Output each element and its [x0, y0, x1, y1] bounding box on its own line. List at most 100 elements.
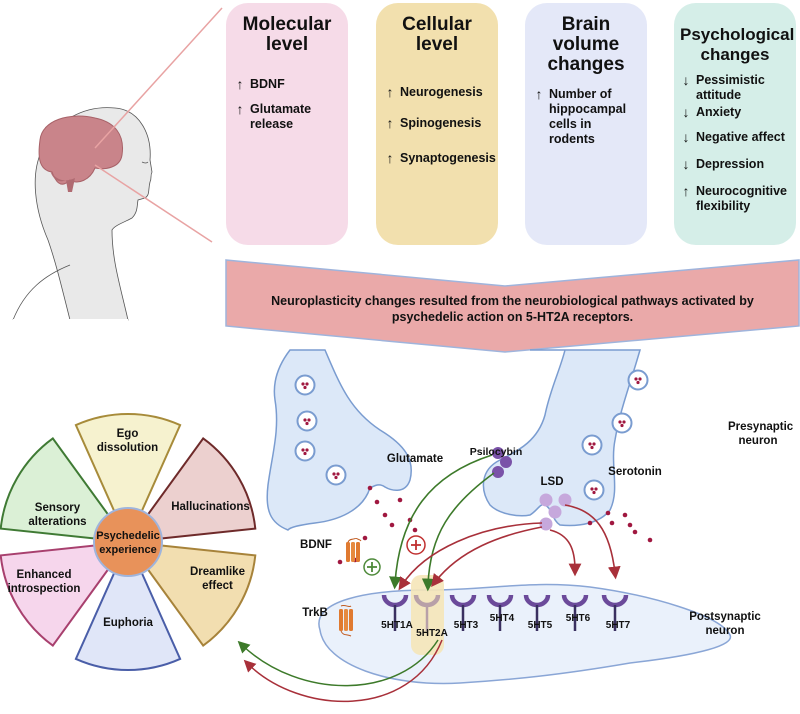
- arrow-up-icon: ↑: [236, 101, 244, 117]
- neurotransmitter-dot: [587, 520, 593, 526]
- arrow-up-icon: ↑: [535, 86, 543, 102]
- arrow-up-icon: ↑: [386, 84, 394, 100]
- wheel-segment-ego-dissolution: [74, 413, 182, 545]
- bdnf-icon: [346, 538, 362, 562]
- vesicle: [294, 374, 316, 396]
- wheel-segment-euphoria: [74, 539, 182, 671]
- card-title: Psychological changes: [680, 25, 795, 64]
- arrow-up-icon: ↑: [386, 115, 394, 131]
- wheel-segment-sensory-alterations: [0, 437, 131, 544]
- wheel-center-label: Psychedelic experience: [96, 530, 160, 556]
- summary-banner: [225, 259, 800, 353]
- arrow-down-icon: ↓: [682, 129, 690, 145]
- red-feedback-arrow: [243, 639, 443, 703]
- list-item: ↓Negative affect: [680, 130, 790, 145]
- segment-label-hallucinations: Hallucinations: [171, 501, 250, 513]
- lsd-to-5ht6-arrow: [549, 529, 582, 577]
- neurotransmitter-dot: [605, 510, 611, 516]
- neurotransmitter-dot: [382, 512, 388, 518]
- neurotransmitter-dot: [627, 522, 633, 528]
- plus-icon-green: [363, 558, 381, 576]
- receptor-5ht5: [523, 594, 551, 631]
- receptor-label-5ht3: 5HT3: [453, 620, 479, 631]
- postsynaptic-label: Postsynaptic neuron: [689, 611, 761, 637]
- receptor-label-5ht1a: 5HT1A: [381, 620, 413, 631]
- receptor-5ht1a: [381, 594, 409, 631]
- card-title: Molecular level: [242, 14, 332, 55]
- lsd-molecule: [539, 493, 553, 507]
- card-brain-volume-changes: Brain volume changes ↑Number of hippocam…: [525, 3, 647, 245]
- vesicle: [627, 369, 649, 391]
- head-illustration: [12, 107, 153, 321]
- arrow-up-icon: ↑: [386, 150, 394, 166]
- list-item: ↓Depression: [680, 157, 790, 172]
- neurotransmitter-dot: [337, 559, 343, 565]
- lsd-label: LSD: [540, 476, 564, 488]
- lsd-molecule: [548, 505, 562, 519]
- neurotransmitter-dot: [622, 512, 628, 518]
- list-item: ↑Neurocognitive flexibility: [680, 184, 790, 214]
- neurotransmitter-dot: [609, 520, 615, 526]
- zoom-lines: [94, 7, 223, 243]
- receptor-5ht3: [449, 594, 477, 631]
- wheel-center: [93, 507, 163, 577]
- green-feedback-arrow: [237, 639, 439, 687]
- list-item: ↑Glutamate release: [234, 102, 340, 132]
- neurotransmitter-dot: [367, 485, 373, 491]
- serotonin-label: Serotonin: [608, 466, 662, 478]
- lsd-to-5ht7-arrow: [564, 504, 621, 580]
- vesicle: [325, 464, 347, 486]
- wheel-segment-enhanced-introspection: [0, 540, 131, 647]
- vesicle: [581, 434, 603, 456]
- receptor-label-5ht5: 5HT5: [527, 620, 553, 631]
- card-title: Cellular level: [402, 14, 472, 55]
- trkb-icon: [339, 604, 353, 637]
- receptor-label-5ht4: 5HT4: [489, 613, 515, 624]
- card-cellular-level: Cellular level ↑Neurogenesis ↑Spinogenes…: [376, 3, 498, 245]
- wheel-segment-hallucinations: [125, 437, 257, 544]
- plus-icon-red: [406, 535, 426, 555]
- psilocybin-to-5ht2a-arrow: [421, 472, 495, 592]
- lsd-to-5ht1a-arrow: [398, 522, 543, 591]
- vesicle: [611, 412, 633, 434]
- wheel-segment-dreamlike-effect: [125, 540, 257, 647]
- vesicle: [296, 410, 318, 432]
- psilocybin-to-5ht1a-arrow: [389, 454, 493, 590]
- lsd-molecule: [558, 493, 572, 507]
- psilocybin-label: Psilocybin: [469, 446, 523, 458]
- arrow-down-icon: ↓: [682, 156, 690, 172]
- arrow-down-icon: ↓: [682, 72, 690, 88]
- synapse-diagram: [266, 349, 732, 685]
- card-psychological-changes: Psychological changes ↓Pessimistic attit…: [674, 3, 796, 245]
- presynaptic-label: Presynaptic neuron: [728, 421, 794, 447]
- card-molecular-level: Molecular level ↑BDNF ↑Glutamate release: [226, 3, 348, 245]
- neurotransmitter-dot: [397, 497, 403, 503]
- list-item: ↑Spinogenesis: [384, 116, 490, 131]
- receptor-label-5ht7: 5HT7: [605, 620, 631, 631]
- lsd-molecule: [539, 517, 553, 531]
- psilocybin-molecule: [492, 466, 504, 478]
- receptor-label-5ht2a: 5HT2A: [416, 628, 448, 639]
- segment-label-dreamlike-effect: Dreamlike effect: [190, 566, 245, 592]
- trkb-label: TrkB: [302, 607, 328, 619]
- list-item: ↓Anxiety: [680, 105, 790, 120]
- neurotransmitter-dot: [362, 535, 368, 541]
- list-item: ↓Pessimistic attitude: [680, 73, 790, 103]
- receptor-5ht2a: [413, 594, 441, 631]
- list-item: ↑Number of hippocampal cells in rodents: [533, 87, 639, 147]
- psychedelic-wheel: [0, 413, 257, 671]
- banner-text: Neuroplasticity changes resulted from th…: [271, 294, 754, 324]
- segment-label-euphoria: Euphoria: [103, 617, 153, 629]
- arrow-up-icon: ↑: [682, 183, 690, 199]
- neurotransmitter-dot: [389, 522, 395, 528]
- serotonin-presynaptic-neuron: [482, 349, 641, 527]
- receptor-5ht4: [486, 594, 514, 631]
- segment-label-enhanced-introspection: Enhanced introspection: [7, 569, 81, 595]
- receptor-5ht6: [561, 594, 589, 631]
- neurotransmitter-dot: [632, 529, 638, 535]
- list-item: ↑Neurogenesis: [384, 85, 490, 100]
- list-item: ↑Synaptogenesis: [384, 150, 496, 166]
- neurotransmitter-dot: [374, 499, 380, 505]
- segment-label-sensory-alterations: Sensory alterations: [28, 502, 87, 528]
